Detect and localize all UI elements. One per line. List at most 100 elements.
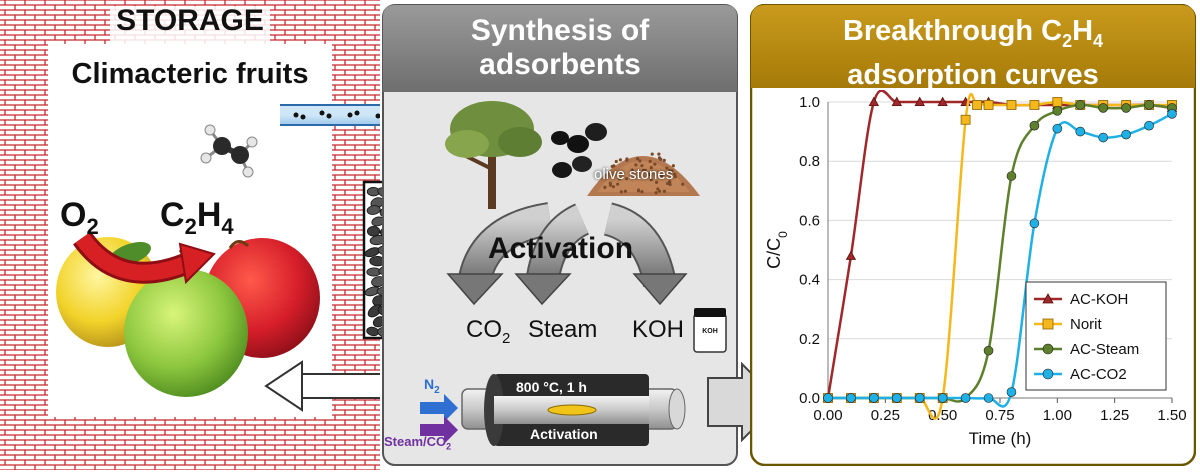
c2h4-sub2: 4 bbox=[221, 213, 234, 239]
c2h4-h: H bbox=[196, 196, 222, 234]
climacteric-fruits-label: Climacteric fruits bbox=[71, 58, 309, 90]
data-point bbox=[1052, 123, 1063, 134]
breakthrough-title: Breakthrough C2H4 adsorption curves bbox=[750, 14, 1196, 92]
c2h4-label: C2H4 bbox=[160, 196, 234, 240]
olive-tree-icon bbox=[445, 101, 542, 209]
data-point bbox=[1029, 100, 1040, 110]
steam-co2-text: Steam/CO bbox=[384, 434, 447, 449]
activation-arrows bbox=[446, 202, 688, 306]
legend-label: AC-KOH bbox=[1070, 291, 1128, 308]
n2-text: N bbox=[424, 376, 435, 392]
o2-symbol: O bbox=[60, 196, 87, 234]
data-point bbox=[891, 96, 902, 107]
breakthrough-title-c: Breakthrough C bbox=[842, 15, 1063, 47]
data-point bbox=[914, 393, 925, 403]
c2h4-c: C bbox=[160, 196, 185, 234]
data-point bbox=[1075, 100, 1086, 110]
c2h4-sub1: 2 bbox=[184, 213, 197, 239]
breakthrough-title-line2: adsorption curves bbox=[847, 58, 1099, 91]
steam-co2-label: Steam/CO2 bbox=[384, 434, 451, 452]
reactor-activation-label: Activation bbox=[530, 426, 598, 442]
legend-item: AC-Steam bbox=[1034, 341, 1139, 358]
breakthrough-title-h: H bbox=[1072, 15, 1094, 47]
co2-text: CO bbox=[466, 316, 502, 343]
data-point bbox=[1006, 100, 1017, 110]
y-tick-label: 0.6 bbox=[799, 212, 820, 229]
legend-marker bbox=[1042, 368, 1054, 380]
koh-label: KOH bbox=[632, 316, 685, 343]
steam-co2-subscript: 2 bbox=[446, 441, 452, 452]
x-tick-label: 1.00 bbox=[1043, 407, 1072, 424]
data-point bbox=[1006, 171, 1017, 181]
data-point bbox=[983, 100, 994, 110]
storage-title: STORAGE bbox=[116, 4, 264, 37]
olives-icon bbox=[551, 123, 607, 178]
data-point bbox=[1029, 218, 1040, 229]
data-point bbox=[937, 96, 948, 107]
data-point bbox=[1075, 126, 1086, 137]
data-point bbox=[1167, 109, 1177, 119]
legend-label: AC-Steam bbox=[1070, 341, 1139, 358]
x-axis-label: Time (h) bbox=[969, 429, 1032, 448]
data-point bbox=[1144, 120, 1154, 131]
data-point bbox=[1052, 97, 1063, 107]
ethylene-molecule-icon bbox=[200, 124, 258, 178]
data-point bbox=[1098, 103, 1109, 113]
storage-graphic bbox=[0, 0, 430, 470]
n2-subscript: 2 bbox=[434, 384, 440, 396]
breakthrough-title-sub2: 4 bbox=[1093, 30, 1104, 51]
y-tick-label: 0.2 bbox=[799, 331, 820, 348]
steam-label: Steam bbox=[528, 316, 598, 343]
x-tick-label: 1.50 bbox=[1157, 407, 1186, 424]
data-point bbox=[846, 393, 856, 403]
n2-label: N2 bbox=[424, 376, 440, 396]
synthesis-title-line2: adsorbents bbox=[479, 48, 641, 81]
co2-label: CO2 bbox=[466, 316, 510, 347]
data-point bbox=[972, 100, 982, 110]
legend-marker bbox=[1042, 343, 1054, 355]
data-point bbox=[1098, 132, 1109, 143]
synthesis-panel: Synthesis of adsorbents olive stones Act… bbox=[382, 4, 738, 466]
data-point bbox=[1052, 106, 1063, 116]
storage-panel: STORAGE Climacteric fruits O2 C2H4 bbox=[0, 0, 430, 470]
data-point bbox=[892, 393, 902, 403]
data-point bbox=[1121, 129, 1131, 140]
y-tick-label: 0.8 bbox=[799, 153, 820, 170]
data-point bbox=[868, 96, 880, 107]
breakthrough-title-line1: Breakthrough C2H4 bbox=[750, 14, 1196, 58]
data-point bbox=[869, 393, 879, 403]
legend-item: Norit bbox=[1034, 316, 1103, 333]
o2-label: O2 bbox=[60, 196, 99, 240]
synthesis-graphic bbox=[382, 4, 738, 466]
o2-subscript: 2 bbox=[86, 213, 99, 239]
chart-series bbox=[822, 90, 1178, 420]
ripening-arrow bbox=[73, 231, 216, 285]
data-point bbox=[845, 250, 857, 260]
x-tick-label: 0.00 bbox=[813, 407, 842, 424]
data-point bbox=[960, 114, 971, 125]
x-tick-label: 0.75 bbox=[985, 407, 1014, 424]
y-tick-label: 0.0 bbox=[799, 390, 820, 407]
data-point bbox=[1144, 100, 1154, 110]
legend-label: Norit bbox=[1070, 316, 1103, 333]
data-point bbox=[960, 393, 971, 403]
y-tick-label: 0.4 bbox=[799, 272, 820, 289]
synthesis-title-line1: Synthesis of bbox=[470, 14, 650, 47]
synthesis-title: Synthesis of adsorbents bbox=[382, 14, 738, 82]
koh-jar-text: KOH bbox=[702, 328, 718, 335]
x-tick-label: 1.25 bbox=[1100, 407, 1129, 424]
co2-subscript: 2 bbox=[502, 329, 511, 347]
x-tick-label: 0.25 bbox=[871, 407, 900, 424]
data-point bbox=[983, 345, 994, 356]
apples-illustration bbox=[56, 237, 320, 397]
olive-stones-label: olive stones bbox=[594, 166, 674, 183]
data-point bbox=[823, 393, 833, 403]
series-ac-co2 bbox=[823, 109, 1177, 408]
y-axis-label: C/C0 bbox=[764, 231, 790, 269]
activation-furnace-icon bbox=[420, 374, 686, 446]
olive-stones-pile-icon bbox=[587, 152, 700, 196]
data-point bbox=[983, 393, 994, 403]
data-point bbox=[1006, 387, 1017, 397]
breakthrough-title-sub1: 2 bbox=[1062, 30, 1073, 51]
